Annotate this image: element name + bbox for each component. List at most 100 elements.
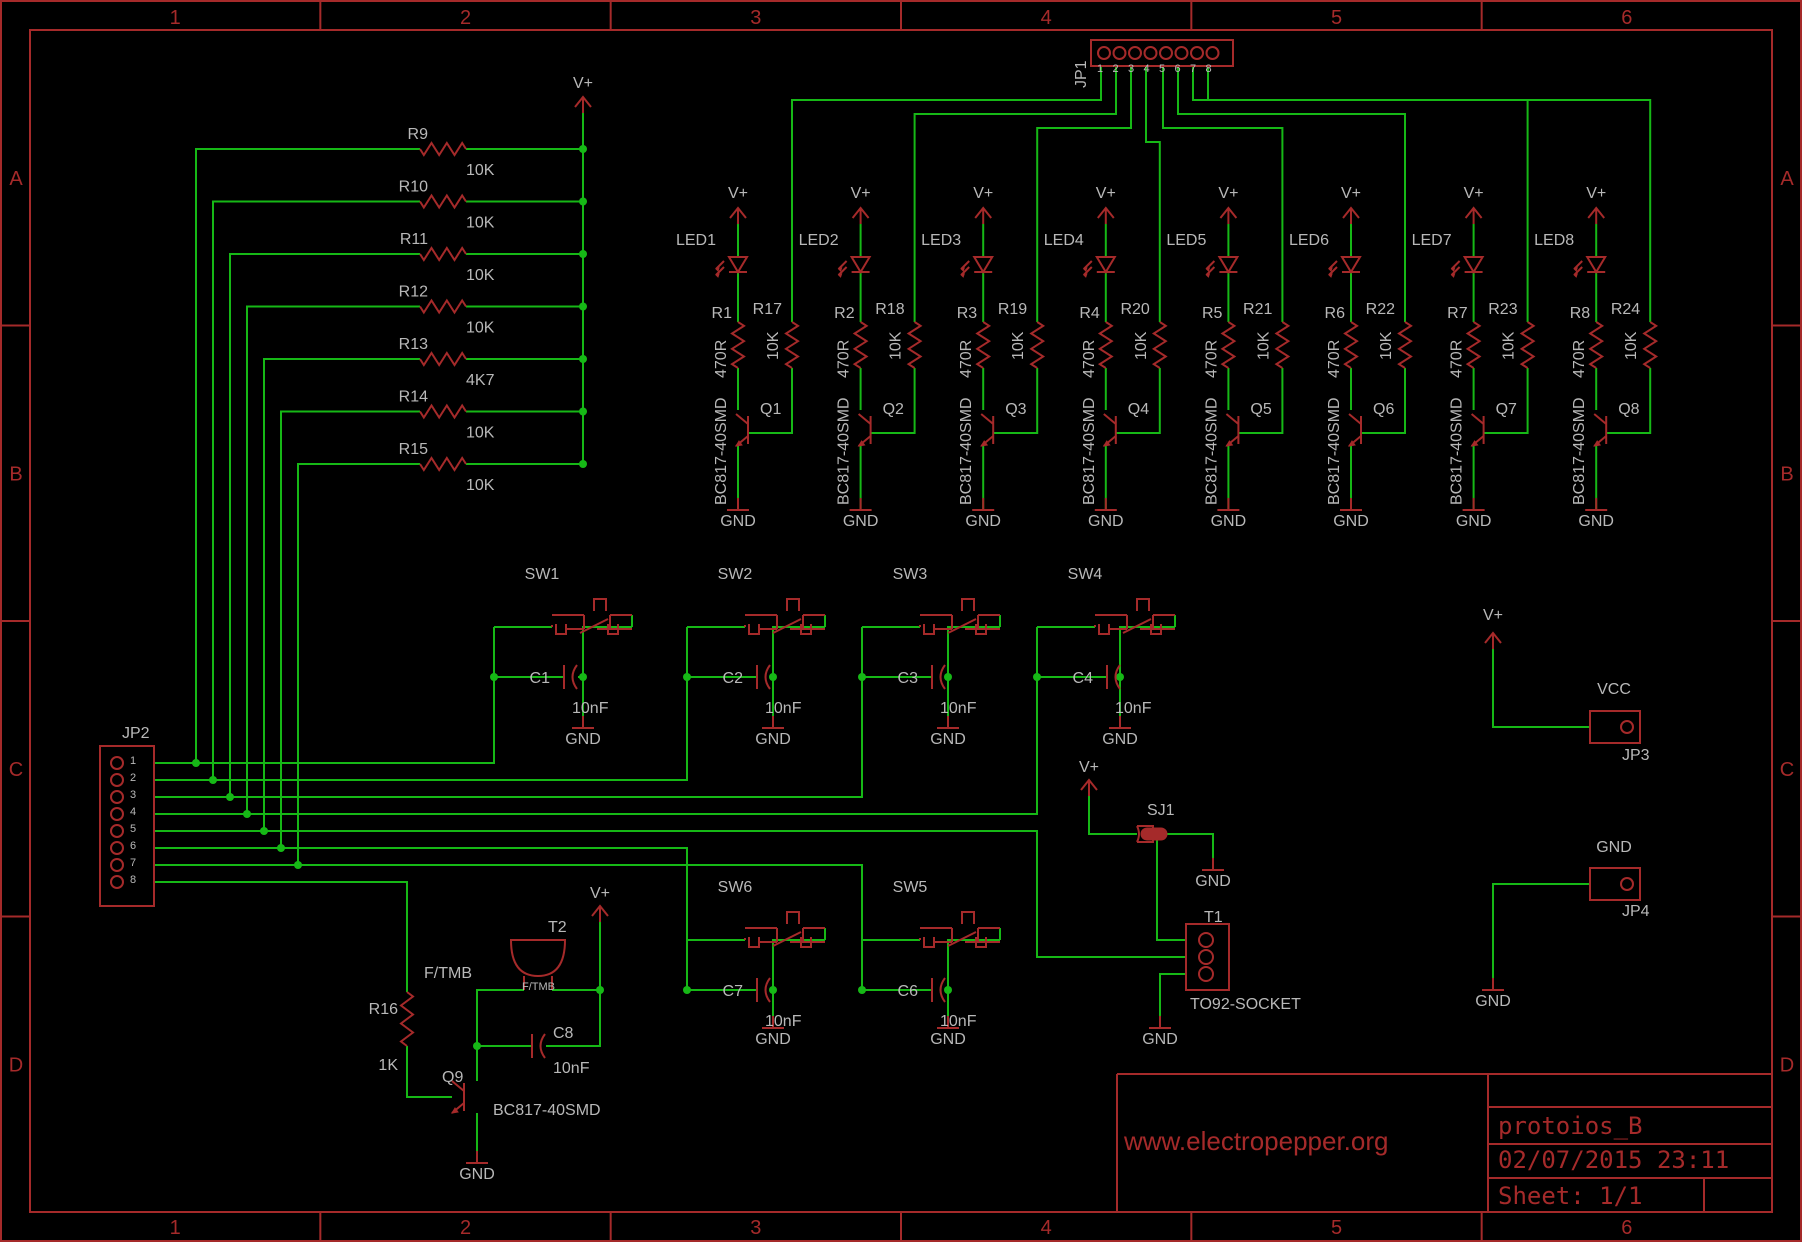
t1-gnd-wire — [1159, 973, 1186, 1028]
junction-dot — [596, 986, 604, 994]
led-symbol — [1217, 256, 1240, 274]
buzzer-resistor-designator: R16 — [369, 1001, 398, 1018]
jp2-pin — [110, 824, 124, 838]
row-marker: C — [9, 759, 23, 781]
transistor-value: BC817-40SMD — [1449, 397, 1466, 505]
npn-transistor-symbol — [1225, 413, 1240, 447]
pullup-value: 10K — [466, 162, 495, 179]
resistor-designator: R6 — [1325, 305, 1346, 322]
capacitor-designator: C4 — [1073, 670, 1094, 687]
jp1-signal-wire — [1036, 66, 1132, 322]
jp2-pin-number: 7 — [130, 857, 136, 869]
junction-dot — [944, 986, 952, 994]
npn-emitter-arrow — [1470, 440, 1479, 447]
led-arrowheads-symbol — [1328, 267, 1333, 278]
pullup-resistor — [419, 403, 467, 420]
vplus-symbol — [1080, 778, 1098, 796]
led-symbol — [849, 256, 872, 274]
switch-pin-box — [800, 624, 812, 635]
jp2-sw5-wire — [154, 864, 863, 940]
resistor-value: 470R — [1203, 340, 1220, 378]
column-marker: 3 — [750, 7, 761, 29]
vplus-label: V+ — [973, 185, 993, 202]
base-resistor — [1274, 321, 1291, 369]
gnd-label: GND — [1578, 513, 1614, 530]
base-resistor — [906, 321, 923, 369]
base-wire — [1483, 368, 1529, 434]
led-symbol — [727, 256, 749, 274]
vplus-symbol — [1587, 206, 1605, 224]
wires — [154, 66, 1652, 1163]
switch-lever — [1122, 618, 1152, 634]
switch-lever — [947, 618, 977, 634]
jp1-pin-number: 5 — [1159, 63, 1165, 75]
led-designator: LED2 — [799, 232, 839, 249]
vplus-label: V+ — [1218, 185, 1238, 202]
switch-lead-right — [965, 614, 1000, 630]
jp2-pin-number: 2 — [130, 772, 136, 784]
switch-pin-box — [555, 624, 567, 635]
debounce-capacitor — [764, 977, 771, 1003]
base-resistor-value: 10K — [1623, 331, 1640, 360]
switch-wire — [772, 939, 825, 1028]
t1-value: TO92-SOCKET — [1190, 996, 1301, 1013]
debounce-capacitor — [764, 664, 771, 690]
junction-dot — [579, 145, 587, 153]
vplus-label: V+ — [590, 885, 610, 902]
jp2-pin-number: 5 — [130, 823, 136, 835]
junction-dot — [490, 673, 498, 681]
led-designator: LED4 — [1044, 232, 1084, 249]
npn-transistor-symbol — [1593, 413, 1608, 447]
ground-symbol — [937, 716, 959, 729]
base-resistor — [784, 321, 800, 369]
switch-wire — [772, 626, 825, 728]
jp1-signal-wire — [1177, 66, 1406, 322]
led-arrowheads-symbol — [1082, 267, 1088, 278]
base-wire — [1361, 368, 1406, 434]
npn-transistor-symbol — [1103, 413, 1117, 447]
capacitor-value: 10nF — [765, 700, 802, 717]
junction-dot — [579, 407, 587, 416]
led-series-resistor — [1097, 321, 1114, 369]
switch-lead-right — [597, 614, 632, 630]
capacitor-designator: C1 — [530, 670, 551, 687]
switch-actuator — [961, 598, 975, 611]
switch-actuator — [786, 598, 800, 611]
column-marker: 5 — [1331, 1217, 1342, 1239]
base-resistor-designator: R24 — [1611, 301, 1640, 318]
switch-pin-box — [607, 624, 619, 635]
led-arrowheads-symbol — [1450, 267, 1456, 278]
junction-dot — [579, 460, 587, 468]
switch-lead-right — [790, 927, 825, 943]
jp1-signal-wire — [913, 66, 1117, 322]
switch-pin-box — [800, 937, 812, 948]
gnd-label: GND — [1195, 873, 1231, 890]
led-series-resistor — [1465, 321, 1482, 369]
jp2-sw6-wire — [154, 847, 688, 940]
resistor-value: 470R — [1449, 340, 1466, 378]
vplus-symbol — [1097, 206, 1115, 224]
gnd-label: GND — [459, 1166, 495, 1183]
column-marker: 1 — [170, 7, 181, 29]
column-marker: 6 — [1621, 1217, 1632, 1239]
vplus-symbol — [574, 95, 592, 113]
pullup-resistor — [419, 141, 467, 157]
led-symbol — [972, 256, 994, 274]
gnd-label: GND — [843, 513, 879, 530]
jp1-pin — [1190, 46, 1204, 60]
row-marker: A — [1780, 168, 1794, 190]
base-resistor-designator: R23 — [1488, 301, 1517, 318]
jp2-sw4-wire — [154, 627, 1038, 815]
transistor-designator: Q2 — [883, 401, 904, 418]
switch-lead-left — [745, 927, 778, 943]
jp1-pin-number: 2 — [1112, 63, 1118, 75]
sheet-number: Sheet: 1/1 — [1498, 1182, 1643, 1210]
resistor-value: 470R — [958, 340, 975, 378]
debounce-capacitor — [1114, 664, 1121, 690]
column-marker: 4 — [1041, 1217, 1052, 1239]
junction-dot — [579, 355, 587, 363]
base-resistor — [1642, 321, 1659, 369]
vplus-label: V+ — [851, 185, 871, 202]
vcc-label: VCC — [1597, 681, 1631, 698]
